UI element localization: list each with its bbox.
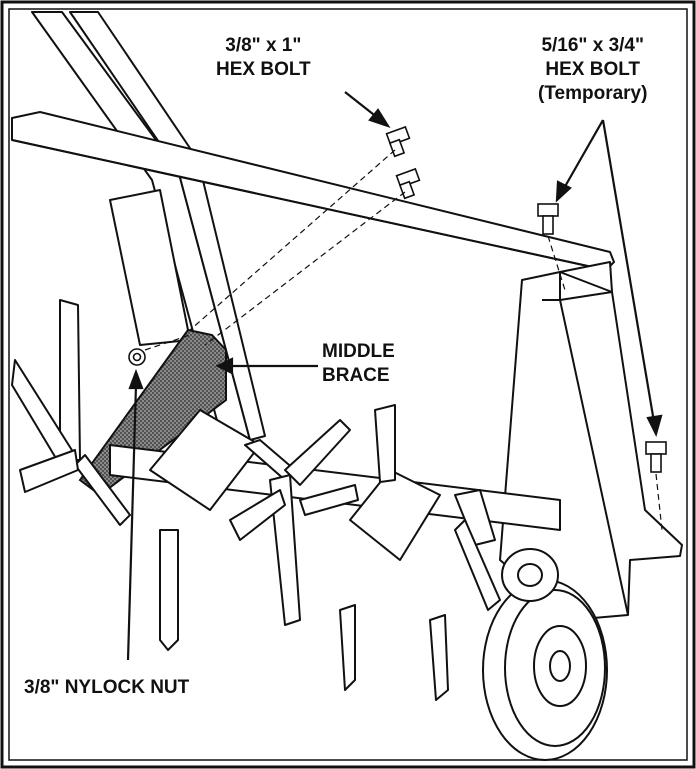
label-hex-bolt-3-8: 3/8" x 1" HEX BOLT [216,34,311,82]
spike-tines [159,404,501,701]
label-hex-bolt-5-16-line3: (Temporary) [538,83,648,104]
leader-arrows [126,91,663,661]
tine-assembly-left [11,299,131,526]
hex-bolt-3-8-lower [395,167,421,200]
label-hex-bolt-5-16: 5/16" x 3/4" HEX BOLT (Temporary) [538,34,647,106]
tine-plate-2 [349,469,441,561]
label-hex-bolt-3-8-line2: HEX BOLT [216,59,311,80]
hex-bolt-5-16-upper [537,203,559,235]
wheel [482,579,608,761]
assembly-guide-lines [144,149,663,531]
label-nylock-nut-line1: 3/8" NYLOCK NUT [24,677,190,698]
label-hex-bolt-3-8-line1: 3/8" x 1" [225,35,302,56]
label-hex-bolt-5-16-line2: HEX BOLT [545,59,641,80]
label-middle-brace: MIDDLE BRACE [322,340,395,388]
label-nylock-nut: 3/8" NYLOCK NUT [24,676,189,700]
label-middle-brace-line2: BRACE [322,365,390,386]
label-middle-brace-line1: MIDDLE [322,341,395,362]
hex-bolt-5-16-lower [645,441,667,473]
nylock-nut [128,348,146,366]
label-hex-bolt-5-16-line1: 5/16" x 3/4" [541,35,644,56]
diagram-inner-border [8,8,688,761]
